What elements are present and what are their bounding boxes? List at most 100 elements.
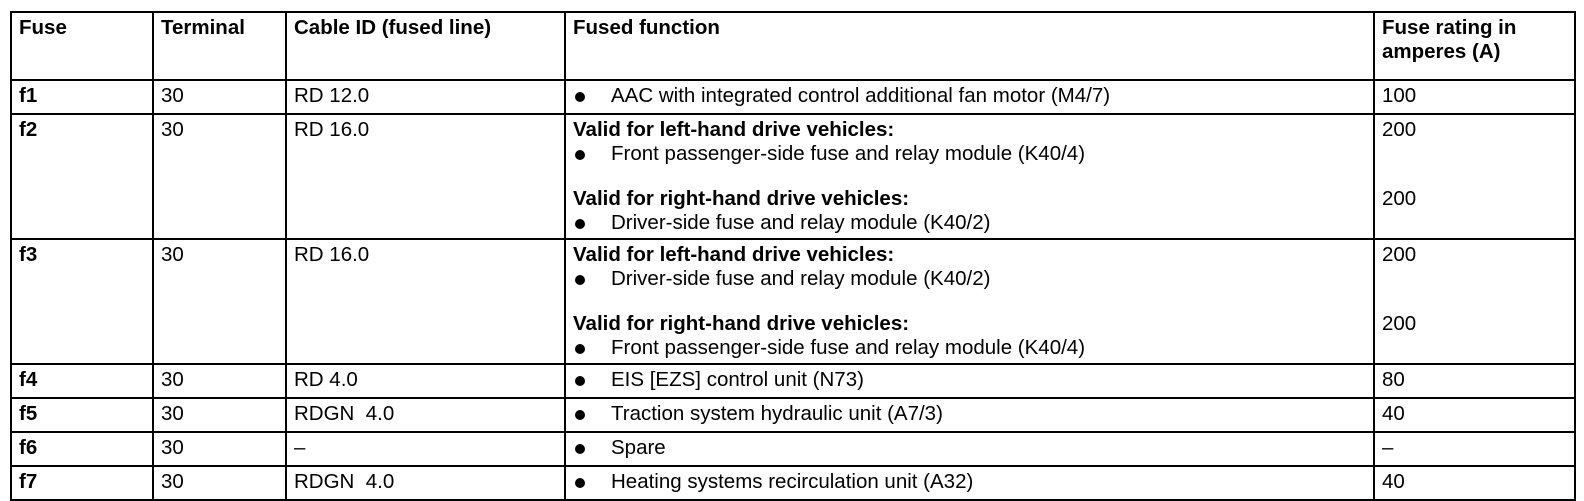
cell-fuse: f4: [10, 363, 154, 399]
cell-fuse: f1: [10, 79, 154, 115]
bullet-icon: [575, 84, 586, 108]
list-item-label: Front passenger-side fuse and relay modu…: [611, 142, 1086, 165]
cell-fuse: f2: [10, 113, 154, 240]
bullet-icon: [575, 368, 586, 392]
function-block: EIS [EZS] control unit (N73): [573, 368, 1373, 392]
cell-fused-function: Heating systems recirculation unit (A32): [564, 465, 1375, 501]
fuse-rating-value: 80: [1382, 368, 1405, 391]
function-block: Traction system hydraulic unit (A7/3): [573, 402, 1373, 426]
cell-cable-id: –: [285, 431, 566, 467]
cell-cable-id: RD 16.0: [285, 238, 566, 365]
cell-terminal: 30: [152, 397, 287, 433]
list-item: Driver-side fuse and relay module (K40/2…: [573, 211, 1373, 235]
function-block: Valid for right-hand drive vehicles:Fron…: [573, 312, 1373, 360]
column-header-line: Terminal: [161, 16, 245, 39]
cell-fused-function: Valid for left-hand drive vehicles:Front…: [564, 113, 1375, 240]
cell-terminal: 30: [152, 465, 287, 501]
cell-fuse: f7: [10, 465, 154, 501]
fuse-rating-value: 200: [1382, 118, 1417, 141]
function-block: Valid for left-hand drive vehicles:Drive…: [573, 243, 1373, 291]
cell-fuse: f3: [10, 238, 154, 365]
fuse-rating-value: 40: [1382, 470, 1405, 493]
list-item: Spare: [573, 436, 1373, 460]
list-item-label: AAC with integrated control additional f…: [611, 84, 1111, 107]
bullet-icon: [575, 402, 586, 426]
function-block: Valid for left-hand drive vehicles:Front…: [573, 118, 1373, 166]
cell-cable-id: RD 12.0: [285, 79, 566, 115]
fuse-rating-value: –: [1382, 436, 1394, 459]
column-header-line: Fuse: [19, 16, 67, 39]
column-header-line: Fuse rating in: [1382, 16, 1517, 39]
column-header-line: Cable ID (fused line): [294, 16, 492, 39]
cell-terminal: 30: [152, 238, 287, 365]
fuse-rating-value: 200: [1382, 187, 1417, 210]
list-item: EIS [EZS] control unit (N73): [573, 368, 1373, 392]
list-item-label: Traction system hydraulic unit (A7/3): [611, 402, 943, 425]
table-header: Fuse Terminal Cable ID (fused line) Fused f…: [10, 11, 1576, 81]
cell-fuse: f6: [10, 431, 154, 467]
cell-terminal: 30: [152, 363, 287, 399]
bullet-icon: [575, 336, 586, 360]
cell-cable-id: RD 16.0: [285, 113, 566, 240]
cell-cable-id: RDGN 4.0: [285, 465, 566, 501]
function-block-heading: Valid for left-hand drive vehicles:: [573, 118, 895, 141]
cell-fuse-rating: 40: [1373, 465, 1576, 501]
cell-terminal: 30: [152, 113, 287, 240]
list-item-label: Heating systems recirculation unit (A32): [611, 470, 974, 493]
cell-terminal: 30: [152, 79, 287, 115]
column-header-terminal: Terminal: [152, 11, 287, 81]
bullet-icon: [575, 436, 586, 460]
cell-fused-function: Spare: [564, 431, 1375, 467]
fuse-rating-value: 200: [1382, 312, 1417, 335]
list-item-label: Front passenger-side fuse and relay modu…: [611, 336, 1086, 359]
fuse-allocation-table: Fuse Terminal Cable ID (fused line) Fused f…: [10, 11, 1576, 501]
bullet-icon: [575, 470, 586, 494]
fuse-rating-value: 200: [1382, 243, 1417, 266]
function-block-heading: Valid for right-hand drive vehicles:: [573, 187, 910, 210]
list-item: Front passenger-side fuse and relay modu…: [573, 142, 1373, 166]
function-block: Valid for right-hand drive vehicles:Driv…: [573, 187, 1373, 235]
cell-cable-id: RD 4.0: [285, 363, 566, 399]
cell-fuse: f5: [10, 397, 154, 433]
cell-fuse-rating: –: [1373, 431, 1576, 467]
cell-fuse-rating: 200 200: [1373, 238, 1576, 365]
cell-terminal: 30: [152, 431, 287, 467]
cell-fused-function: EIS [EZS] control unit (N73): [564, 363, 1375, 399]
list-item: Heating systems recirculation unit (A32): [573, 470, 1373, 494]
list-item-label: EIS [EZS] control unit (N73): [611, 368, 864, 391]
cell-cable-id: RDGN 4.0: [285, 397, 566, 433]
function-block: Spare: [573, 436, 1373, 460]
header-row: Fuse Terminal Cable ID (fused line) Fused f…: [10, 11, 1576, 81]
function-block: AAC with integrated control additional f…: [573, 84, 1373, 108]
cell-fuse-rating: 200 200: [1373, 113, 1576, 240]
cell-fused-function: Valid for left-hand drive vehicles:Drive…: [564, 238, 1375, 365]
column-header-fuse: Fuse: [10, 11, 154, 81]
list-item-label: Spare: [611, 436, 666, 459]
bullet-icon: [575, 267, 586, 291]
bullet-icon: [575, 211, 586, 235]
column-header-line: Fused function: [573, 16, 720, 39]
column-header-cable: Cable ID (fused line): [285, 11, 566, 81]
list-item-label: Driver-side fuse and relay module (K40/2…: [611, 211, 991, 234]
list-item: Traction system hydraulic unit (A7/3): [573, 402, 1373, 426]
function-block: Heating systems recirculation unit (A32): [573, 470, 1373, 494]
bullet-icon: [575, 142, 586, 166]
cell-fuse-rating: 80: [1373, 363, 1576, 399]
list-item-label: Driver-side fuse and relay module (K40/2…: [611, 267, 991, 290]
fuse-rating-value: 40: [1382, 402, 1405, 425]
function-block-heading: Valid for left-hand drive vehicles:: [573, 243, 895, 266]
cell-fused-function: AAC with integrated control additional f…: [564, 79, 1375, 115]
column-header-function: Fused function: [564, 11, 1375, 81]
cell-fuse-rating: 100: [1373, 79, 1576, 115]
fuse-rating-value: 100: [1382, 84, 1417, 107]
list-item: Front passenger-side fuse and relay modu…: [573, 336, 1373, 360]
list-item: AAC with integrated control additional f…: [573, 84, 1373, 108]
